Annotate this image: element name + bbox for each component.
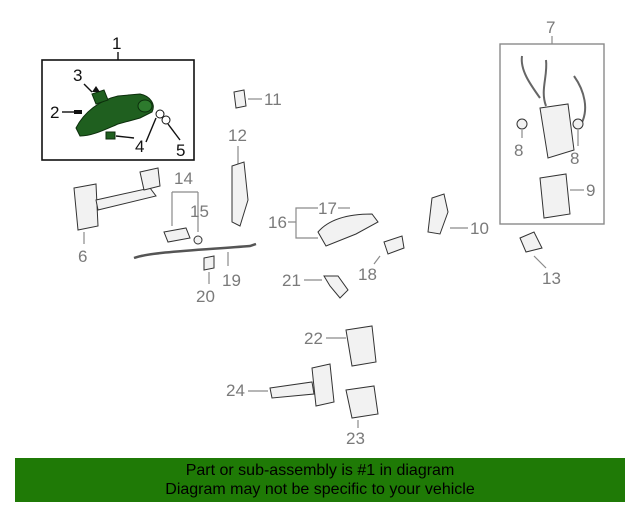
part-24-arm — [269, 381, 315, 399]
part-6-shape — [73, 183, 99, 231]
part-6-group[interactable]: 6 — [73, 167, 161, 266]
callout-17[interactable]: 17 — [318, 199, 337, 218]
leader-13 — [533, 255, 547, 269]
part-3-screw[interactable] — [92, 86, 100, 92]
callout-5[interactable]: 5 — [176, 141, 185, 160]
part-12-shape — [231, 161, 249, 227]
part-8-clip-b — [572, 118, 584, 130]
part-11-shape — [233, 89, 247, 109]
assembly-1-group[interactable]: 1 3 2 4 5 — [41, 34, 195, 161]
part-22-group[interactable]: 22 — [304, 325, 377, 367]
rod-b — [542, 59, 548, 107]
part-13-group[interactable]: 13 — [519, 231, 561, 288]
leader-4b — [145, 117, 157, 143]
callout-19[interactable]: 19 — [222, 271, 241, 290]
part-13-shape — [519, 231, 543, 253]
banner-line-1: Part or sub-assembly is #1 in diagram — [185, 462, 455, 479]
callout-23[interactable]: 23 — [346, 429, 365, 448]
callout-22[interactable]: 22 — [304, 329, 323, 348]
part-23-group[interactable]: 23 — [345, 385, 379, 448]
part-5-ring-b — [161, 115, 171, 125]
callout-21[interactable]: 21 — [282, 271, 301, 290]
part-21-group[interactable]: 21 — [282, 271, 349, 299]
callout-16[interactable]: 16 — [268, 213, 287, 232]
assembly-7-group[interactable]: 7 8 8 9 — [499, 18, 605, 225]
latch-shape — [539, 103, 575, 159]
part-15-shape — [193, 235, 203, 245]
part-18-shape — [383, 235, 405, 255]
callout-15[interactable]: 15 — [190, 202, 209, 221]
part-23-shape — [345, 385, 379, 419]
part-24-bracket — [311, 363, 335, 407]
rod-a — [520, 55, 541, 99]
rod-c — [573, 75, 587, 127]
callout-12[interactable]: 12 — [228, 126, 247, 145]
part-10-group[interactable]: 10 — [427, 193, 489, 238]
part-4-clip[interactable] — [105, 131, 116, 140]
callout-3[interactable]: 3 — [73, 66, 82, 85]
part-10-shape — [427, 193, 449, 235]
part-14-shape — [163, 227, 191, 243]
part-11-group[interactable]: 11 — [233, 89, 282, 109]
leader-3 — [83, 83, 93, 93]
part-14-15-group[interactable]: 14 15 — [163, 169, 209, 245]
callout-11[interactable]: 11 — [264, 90, 282, 109]
part-22-shape — [345, 325, 377, 367]
callout-14[interactable]: 14 — [174, 169, 193, 188]
callout-20[interactable]: 20 — [196, 287, 215, 306]
part-21-shape — [323, 275, 349, 299]
parts-diagram: 1 3 2 4 5 6 11 12 — [41, 18, 605, 448]
handle-cap — [91, 89, 109, 105]
banner-line-2: Diagram may not be specific to your vehi… — [165, 481, 475, 498]
callout-13[interactable]: 13 — [542, 269, 561, 288]
handle-pivot — [137, 99, 153, 113]
callout-10[interactable]: 10 — [470, 219, 489, 238]
callout-1[interactable]: 1 — [112, 34, 121, 53]
part-19-rod — [133, 242, 257, 260]
info-banner: Part or sub-assembly is #1 in diagram Di… — [15, 458, 625, 502]
callout-9[interactable]: 9 — [586, 181, 595, 200]
part-16-18-group[interactable]: 16 17 18 — [268, 199, 405, 284]
part-20-shape — [203, 255, 215, 271]
part-16-shape — [317, 213, 379, 247]
callout-8a[interactable]: 8 — [514, 141, 523, 160]
part-12-group[interactable]: 12 — [228, 126, 249, 227]
part-5-ring-a[interactable] — [155, 109, 165, 119]
leader-16 — [288, 207, 318, 239]
part-6-bracket — [139, 167, 161, 191]
leader-18 — [373, 255, 381, 265]
part-2-screw[interactable] — [74, 110, 82, 114]
leader-5 — [167, 123, 181, 141]
part-6-arm — [95, 187, 157, 211]
part-8-clip-a — [516, 118, 528, 130]
part-24-group[interactable]: 24 — [226, 363, 335, 407]
callout-24[interactable]: 24 — [226, 381, 245, 400]
callout-8b[interactable]: 8 — [570, 149, 579, 168]
callout-2[interactable]: 2 — [50, 103, 59, 122]
callout-4[interactable]: 4 — [135, 137, 144, 156]
callout-6[interactable]: 6 — [78, 247, 87, 266]
callout-18[interactable]: 18 — [358, 265, 377, 284]
leader-4a — [115, 135, 135, 139]
callout-7[interactable]: 7 — [546, 18, 555, 37]
part-19-20-group[interactable]: 19 20 — [133, 242, 257, 306]
part-9-shape — [539, 173, 571, 219]
outer-handle-green[interactable] — [75, 93, 154, 137]
leader-14 — [171, 191, 199, 232]
